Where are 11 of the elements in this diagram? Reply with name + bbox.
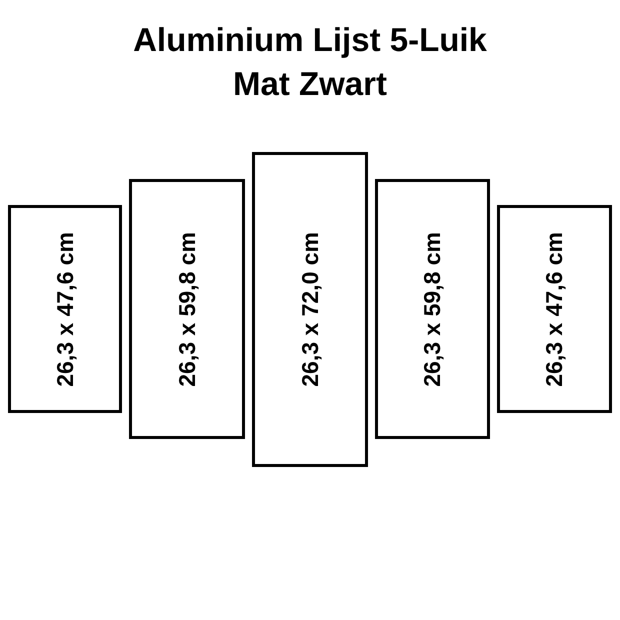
panel-frame [252, 152, 368, 467]
panel-frame [129, 179, 245, 439]
dimension-text: 26,3 x 47,6 cm [541, 232, 568, 386]
dimension-text: 26,3 x 59,8 cm [419, 232, 446, 386]
dimension-text: 26,3 x 59,8 cm [174, 232, 200, 386]
dimension-text: 26,3 x 47,6 cm [52, 232, 78, 386]
title: Aluminium Lijst 5-Luik Mat Zwart [132, 20, 488, 104]
dimension-text: 26,3 x 72,0 cm [296, 232, 324, 387]
panel-frame [375, 179, 490, 439]
panel-frame [497, 205, 612, 413]
panel-frame [8, 205, 122, 413]
